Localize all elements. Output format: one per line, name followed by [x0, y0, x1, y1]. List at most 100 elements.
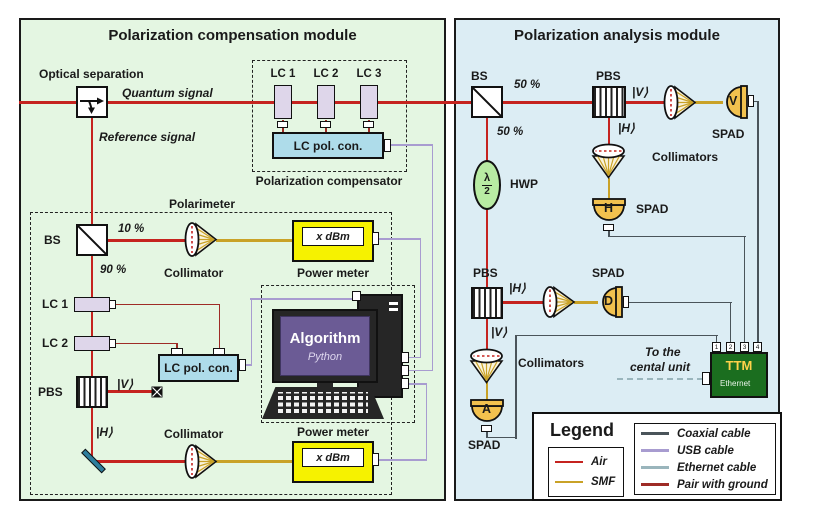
wire-air-pbs-v-dump: [108, 390, 153, 393]
wire-air-bs-tap: [108, 239, 188, 242]
spad-a-port: [481, 425, 492, 432]
collimator-d: [542, 285, 576, 319]
spad-a: A: [470, 399, 504, 426]
tower-detail-bar2: [389, 308, 398, 311]
legend-row-pair: Pair with ground: [635, 477, 775, 493]
spad-dome-icon: [592, 198, 626, 221]
keyboard-keys: [278, 392, 368, 413]
beam-dump: [151, 385, 163, 398]
wire-coax-spad-d-v: [729, 301, 732, 344]
wire-smf-collimator-powermeter-bottom: [216, 460, 292, 463]
wire-smf-collimator-spad-a: [485, 382, 489, 401]
wire-usb-powermeter-top-v: [419, 238, 422, 358]
legend-label-pair: Pair with ground: [677, 478, 768, 491]
power-meter-bottom-label: Power meter: [296, 425, 370, 439]
power-meter-top-display: x dBm: [302, 227, 364, 246]
wire-air-quantum-main: [19, 101, 471, 104]
ket-v-top-label: |V⟩: [632, 85, 649, 99]
spad-h: H: [592, 198, 626, 225]
ttm-port-1: 1: [712, 342, 721, 352]
wire-air-bs-through: [90, 256, 93, 298]
legend-optical-box: Air SMF: [548, 447, 624, 497]
wire-usb-lccon-bottom-v: [250, 298, 253, 366]
power-meter-top-label: Power meter: [296, 266, 370, 280]
bs-analysis-label: BS: [471, 69, 488, 83]
ket-v-bottom-label: |V⟩: [491, 325, 508, 339]
wire-air-pbs-mirror: [90, 408, 93, 458]
wire-air-bs-to-pbs: [503, 101, 593, 104]
to-central-unit-line2: cental unit: [630, 360, 691, 374]
wire-usb-powermeter-top-h: [378, 238, 421, 240]
bs-comp-box: [76, 224, 108, 256]
lc-controller-bottom-conn-right: [213, 348, 225, 355]
ttm-port-2: 2: [726, 342, 735, 352]
power-meter-top-reading: x dBm: [316, 230, 350, 243]
ttm-port-3: 3: [740, 342, 749, 352]
pbs-top-box: [592, 86, 626, 118]
spad-v-label: SPAD: [712, 127, 745, 141]
hwp-symbol: λ 2: [481, 173, 493, 197]
compensation-module-title: Polarization compensation module: [108, 27, 357, 44]
legend-title: Legend: [550, 420, 615, 440]
wire-coax-spad-a-v3: [715, 334, 718, 344]
spad-d: D: [596, 286, 624, 318]
collimator-icon: [469, 348, 504, 384]
lc3-top-cell: [360, 85, 378, 119]
lc1-top-connector: [277, 121, 288, 128]
legend-row-ethernet: Ethernet cable: [635, 460, 775, 476]
legend-label-smf: SMF: [591, 476, 616, 488]
wire-pair-lc1-controller-h: [116, 303, 220, 306]
lc1-top-label: LC 1: [270, 68, 296, 80]
wire-air-pbs-to-collimator-v: [626, 101, 666, 104]
legend-swatch-smf: [555, 480, 583, 484]
wire-usb-powermeter-top-h2: [407, 356, 421, 359]
wire-pair-lc1-controller-v: [218, 303, 221, 350]
collimator-a: [468, 348, 505, 384]
ket-h-top-label: |H⟩: [618, 121, 635, 135]
legend-label-coaxial: Coaxial cable: [677, 427, 751, 440]
legend-electrical-box: Coaxial cable USB cable Ethernet cable P…: [634, 423, 776, 495]
quantum-signal-label: Quantum signal: [122, 86, 213, 100]
collimator-bottom: [184, 443, 218, 480]
wire-coax-spad-a-v2: [515, 334, 517, 439]
collimator-v: [663, 84, 697, 121]
spad-dome-icon: [470, 399, 504, 422]
wire-smf-collimator-spad-v: [695, 101, 723, 104]
reference-signal-label: Reference signal: [99, 130, 196, 144]
split-50-bottom-label: 50 %: [497, 126, 524, 138]
collimator-icon: [663, 85, 697, 120]
wire-coax-spad-h-v1: [607, 231, 610, 237]
power-meter-top-port: [372, 232, 379, 245]
split-50-top-label: 50 %: [514, 79, 541, 91]
to-central-unit-line1: To the: [645, 345, 681, 359]
wire-air-lc1-lc2: [90, 312, 93, 337]
wire-air-mirror-collimator: [96, 460, 186, 463]
ttm-box: TTM Ethernet: [710, 352, 768, 398]
lc1-left-cell: [74, 297, 110, 312]
collimator-top: [184, 221, 218, 258]
wire-coax-spad-a-v1: [486, 431, 488, 438]
ttm-ethernet-port: [702, 372, 710, 385]
wire-usb-powermeter-bottom-h2: [407, 383, 427, 385]
bs-analysis-box: [471, 86, 503, 118]
lc-controller-bottom-conn-left: [171, 348, 183, 355]
legend-swatch-usb: [641, 449, 669, 452]
wire-air-reference-down: [90, 118, 93, 225]
ket-h-comp-label: |H⟩: [96, 425, 113, 439]
collimators-top-label: Collimators: [652, 150, 719, 164]
polarimeter-caption: Polarimeter: [169, 197, 236, 211]
lc-controller-bottom-port: [239, 359, 246, 371]
lc-controller-top-port: [384, 139, 391, 152]
power-meter-bottom-reading: x dBm: [316, 451, 350, 464]
computer-monitor: Algorithm Python: [272, 309, 378, 383]
pbs-comp-label: PBS: [38, 385, 63, 399]
legend-row-coaxial: Coaxial cable: [635, 426, 775, 442]
lc2-left-port: [109, 339, 116, 348]
ket-h-bottom-label: |H⟩: [509, 281, 526, 295]
spad-d-letter: D: [604, 294, 614, 308]
ttm-port-1-number: 1: [714, 343, 719, 351]
pbs-bottom-box: [471, 287, 503, 319]
wire-air-hwp-pbs2: [485, 209, 489, 288]
hwp: λ 2: [473, 160, 501, 210]
wire-coax-spad-h-v2: [743, 235, 746, 344]
